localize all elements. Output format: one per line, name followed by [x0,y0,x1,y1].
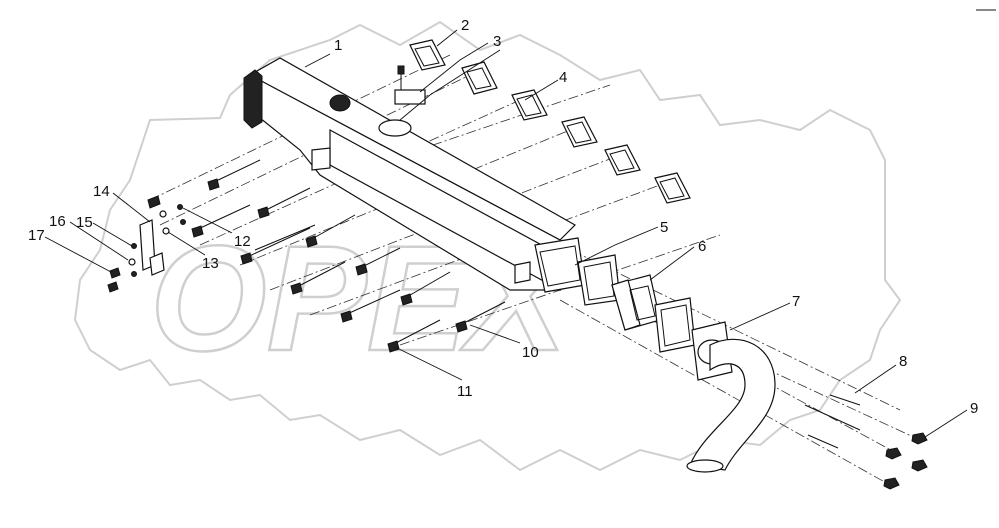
callout-9: 9 [970,400,978,417]
callout-3: 3 [493,33,501,50]
callout-4: 4 [559,69,567,86]
callout-15: 15 [76,214,93,231]
callout-11: 11 [457,383,473,400]
outlet-assembly-parts-5-6-7 [577,254,776,473]
gaskets-part-2-4 [409,39,691,204]
callout-labels: 1 2 3 4 5 6 7 8 9 10 11 12 13 14 15 16 1… [28,17,978,417]
callout-14: 14 [93,183,110,200]
callout-1: 1 [334,37,342,54]
callout-10: 10 [522,344,539,361]
bracket-and-fasteners-parts-12-17 [107,204,186,293]
watermark-gear-outline [73,20,902,472]
callout-6: 6 [698,238,706,255]
exhaust-manifold-part-1 [243,57,586,293]
callout-17: 17 [28,227,45,244]
callout-12: 12 [234,233,251,250]
callout-13: 13 [202,255,219,272]
callout-8: 8 [899,353,907,370]
bolts [147,159,506,353]
sensor-part-3 [394,65,426,105]
studs-and-nuts-parts-8-9 [804,394,928,490]
callout-2: 2 [461,17,469,34]
callout-5: 5 [660,219,668,236]
callout-7: 7 [792,293,800,310]
callout-16: 16 [49,213,66,230]
leader-lines [44,29,968,438]
